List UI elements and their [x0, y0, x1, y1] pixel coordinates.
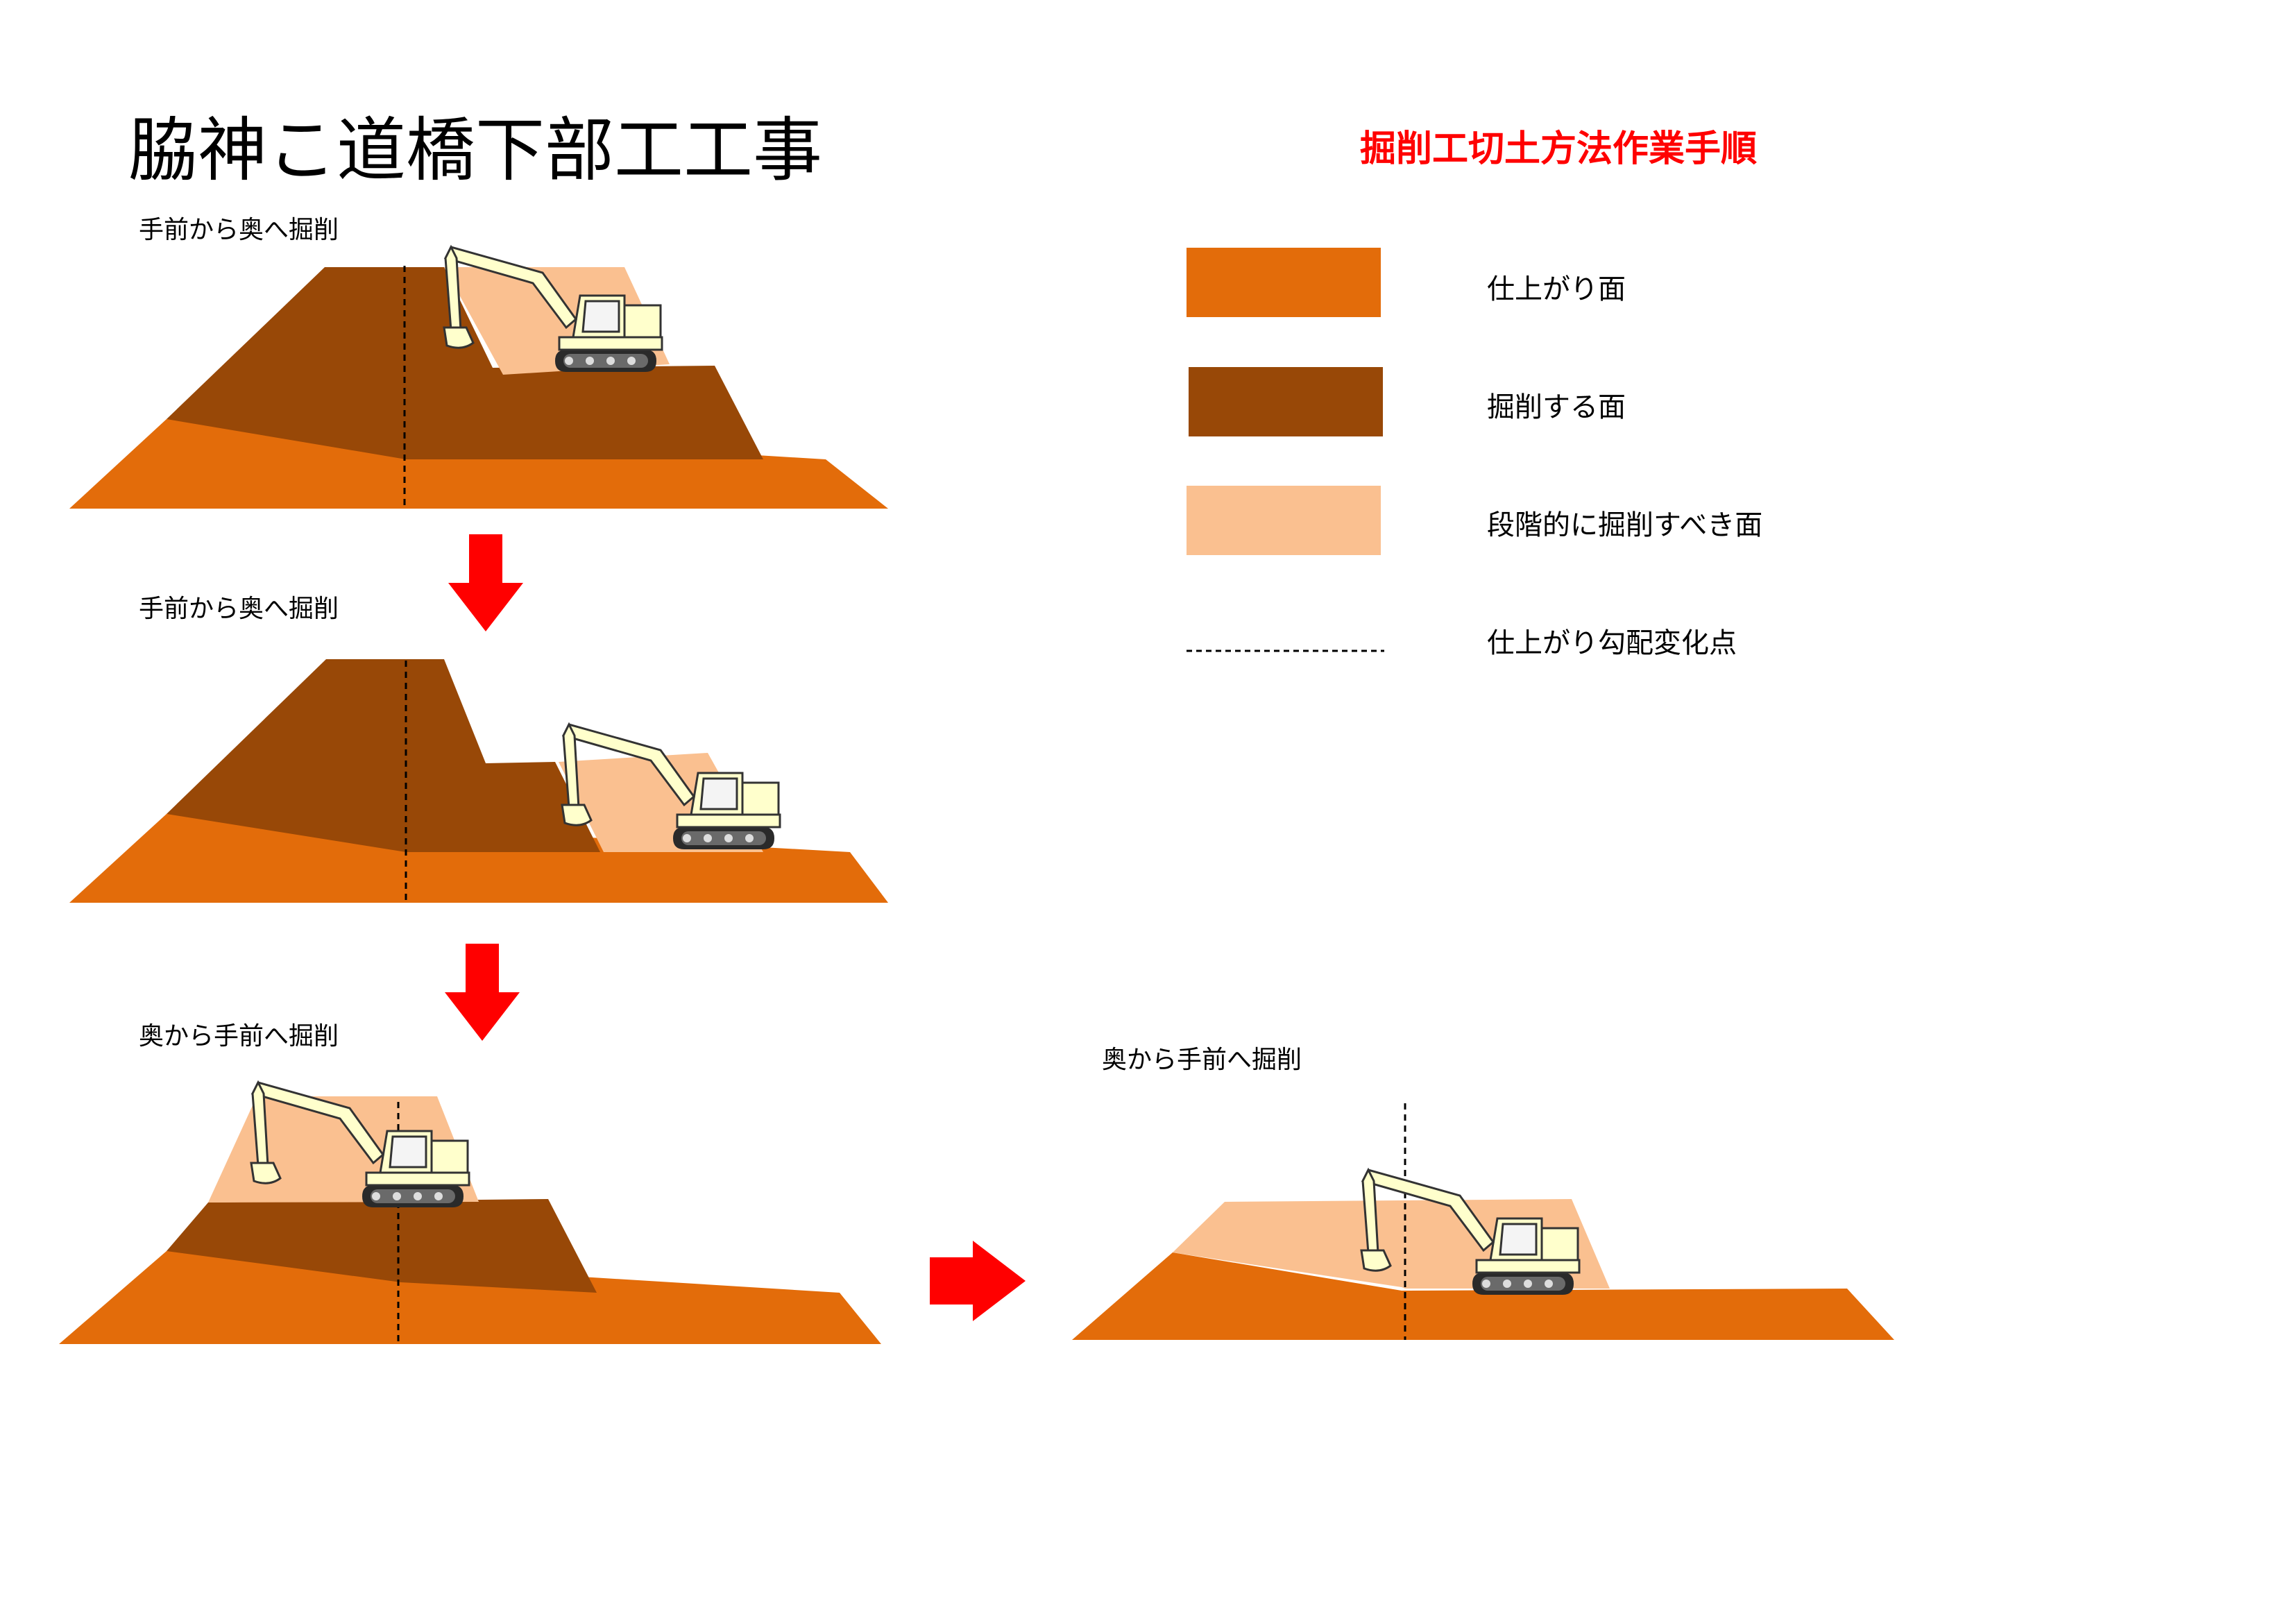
procedure-title: 掘削工切土方法作業手順	[1360, 128, 1758, 170]
step-2-caption: 手前から奥へ掘削	[139, 595, 339, 623]
page-title: 脇神こ道橋下部工工事	[128, 110, 822, 191]
step-4-caption: 奥から手前へ掘削	[1102, 1046, 1302, 1074]
arrow-down-icon	[445, 944, 520, 1041]
step-3-caption: 奥から手前へ掘削	[139, 1022, 339, 1051]
arrow-right-icon	[930, 1241, 1026, 1321]
legend-label-staged: 段階的に掘削すべき面	[1487, 509, 1763, 541]
step-3-section	[59, 1081, 881, 1344]
legend-swatch-staged	[1187, 486, 1381, 555]
step-4-section	[1072, 1103, 1894, 1340]
legend-swatch-excavate	[1189, 367, 1383, 436]
legend-label-excavate: 掘削する面	[1487, 391, 1626, 423]
step-1-caption: 手前から奥へ掘削	[139, 216, 339, 244]
step-1-section	[69, 246, 888, 509]
legend-label-slope-change: 仕上がり勾配変化点	[1487, 627, 1737, 659]
legend-swatch-finish	[1187, 248, 1381, 317]
legend-label-finish: 仕上がり面	[1487, 273, 1626, 305]
arrow-down-icon	[448, 534, 523, 631]
step-2-section	[69, 659, 888, 903]
